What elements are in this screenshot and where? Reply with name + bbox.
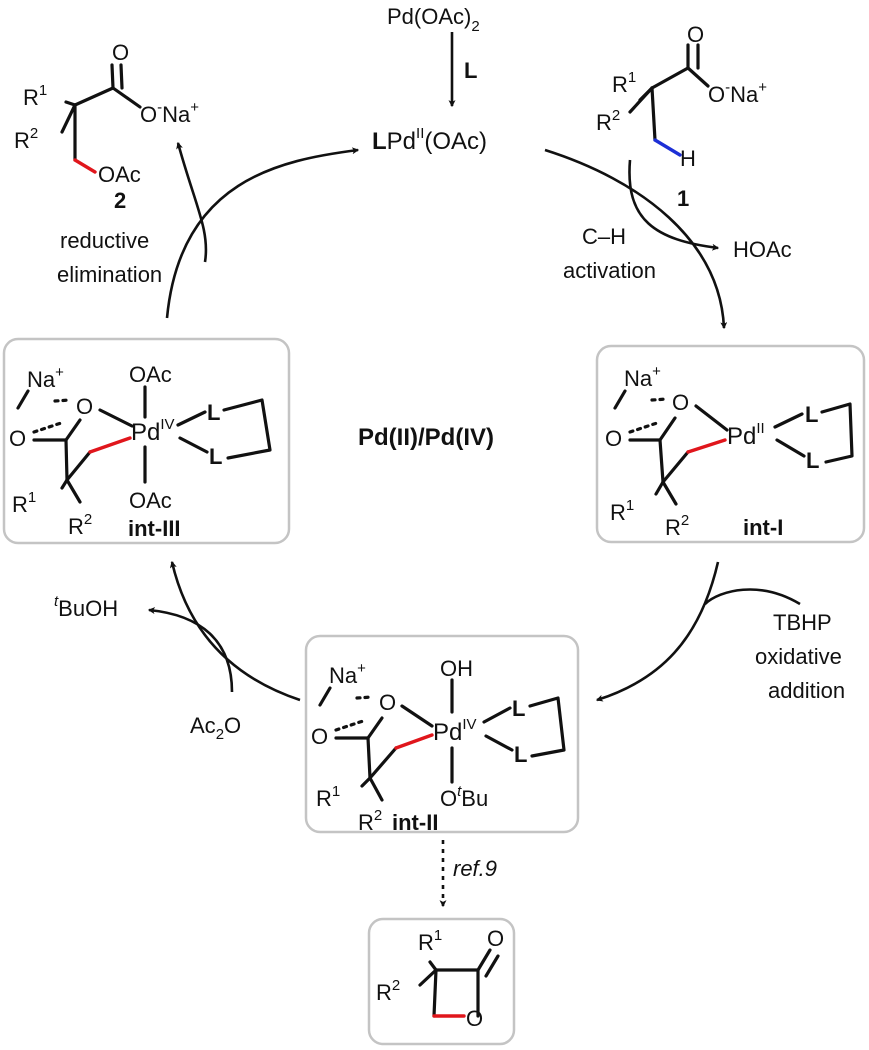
- svg-text:O: O: [76, 394, 93, 419]
- svg-text:L: L: [512, 696, 525, 721]
- active-catalyst: LPdII(OAc): [372, 125, 487, 155]
- svg-text:R1: R1: [612, 69, 636, 97]
- svg-text:PdIV: PdIV: [433, 716, 477, 746]
- svg-text:OAc: OAc: [129, 362, 172, 387]
- int-I-box: Na+ O O PdII L L R1 R2 int-I: [595, 344, 866, 544]
- svg-text:Na+: Na+: [624, 363, 661, 391]
- substrate-entry-arrow: [628, 159, 720, 251]
- ligand-label: L: [464, 58, 477, 83]
- arrow-to-int-III: [169, 560, 301, 702]
- svg-text:PdIV: PdIV: [131, 416, 175, 446]
- svg-text:O: O: [605, 426, 622, 451]
- svg-text:R1: R1: [418, 927, 442, 955]
- svg-text:O: O: [379, 690, 396, 715]
- svg-text:R1: R1: [12, 489, 36, 517]
- svg-text:L: L: [514, 742, 527, 767]
- svg-text:L: L: [806, 448, 819, 473]
- int-III-box: Na+ O O PdIV OAc OAc L L R1 R2 int-III: [2, 337, 291, 545]
- svg-text:O: O: [311, 724, 328, 749]
- svg-text:R2: R2: [14, 125, 38, 153]
- svg-text:2: 2: [114, 188, 126, 213]
- oxidative-addition-label-line1: oxidative: [755, 644, 842, 669]
- svg-text:Na+: Na+: [329, 660, 366, 688]
- cycle-center-label: Pd(II)/Pd(IV): [358, 424, 494, 451]
- svg-text:O: O: [487, 926, 504, 951]
- ac2o-reagent: Ac2O: [190, 713, 241, 743]
- ch-activation-label-line2: activation: [563, 258, 656, 283]
- svg-text:int-I: int-I: [743, 515, 783, 540]
- svg-text:R1: R1: [610, 497, 634, 525]
- tbhp-entry-arrow: [704, 588, 801, 606]
- arrow-to-catalyst: [165, 147, 360, 319]
- product-2: O O-Na+ R1 R2 OAc 2: [14, 40, 199, 213]
- int-II-box: Na+ O O PdIV OH OtBu L L R1 R2 int-II: [304, 634, 580, 835]
- svg-text:O-Na+: O-Na+: [140, 99, 199, 127]
- svg-text:PdII: PdII: [727, 420, 765, 450]
- reductive-elimination-label-line1: reductive: [60, 228, 149, 253]
- svg-text:L: L: [209, 444, 222, 469]
- svg-text:R2: R2: [376, 977, 400, 1005]
- reference-label: ref.9: [453, 856, 497, 881]
- svg-text:Pd(OAc)2: Pd(OAc)2: [387, 4, 480, 35]
- svg-text:OAc: OAc: [129, 488, 172, 513]
- svg-text:O: O: [9, 426, 26, 451]
- svg-text:L: L: [805, 402, 818, 427]
- ac2o-entry-tbuoh-release-arrow: [147, 607, 234, 693]
- svg-text:int-III: int-III: [128, 516, 181, 541]
- svg-text:OtBu: OtBu: [440, 783, 488, 811]
- product-release-arrow: [176, 141, 208, 263]
- svg-text:H: H: [680, 146, 696, 171]
- svg-text:LPdII(OAc): LPdII(OAc): [372, 125, 487, 155]
- catalyst-precursor: Pd(OAc)2: [387, 4, 480, 35]
- svg-text:R2: R2: [665, 512, 689, 540]
- svg-text:OH: OH: [440, 656, 473, 681]
- svg-text:O: O: [466, 1006, 483, 1031]
- svg-text:O: O: [687, 22, 704, 47]
- beta-lactone-box: O O R1 R2: [367, 917, 516, 1046]
- svg-text:R2: R2: [596, 107, 620, 135]
- arrow-oxidative-addition: [595, 561, 720, 702]
- svg-text:O-Na+: O-Na+: [708, 79, 767, 107]
- substrate-1: O O-Na+ R1 R2 H 1: [596, 22, 767, 211]
- svg-text:R1: R1: [23, 82, 47, 110]
- reductive-elimination-label-line2: elimination: [57, 262, 162, 287]
- svg-text:L: L: [207, 400, 220, 425]
- arrow-ch-activation: [544, 148, 728, 330]
- svg-text:O: O: [672, 390, 689, 415]
- svg-text:R1: R1: [316, 783, 340, 811]
- svg-text:OAc: OAc: [98, 162, 141, 187]
- tbuoh-byproduct: tBuOH: [54, 593, 118, 621]
- svg-text:R2: R2: [358, 807, 382, 835]
- svg-text:1: 1: [677, 186, 689, 211]
- svg-text:R2: R2: [68, 511, 92, 539]
- oxidative-addition-label-line2: addition: [768, 678, 845, 703]
- svg-text:O: O: [112, 40, 129, 65]
- hoac-byproduct: HOAc: [733, 237, 792, 262]
- svg-text:int-II: int-II: [392, 810, 438, 835]
- tbhp-label: TBHP: [773, 610, 832, 635]
- svg-text:Na+: Na+: [27, 364, 64, 392]
- ch-activation-label-line1: C–H: [582, 224, 626, 249]
